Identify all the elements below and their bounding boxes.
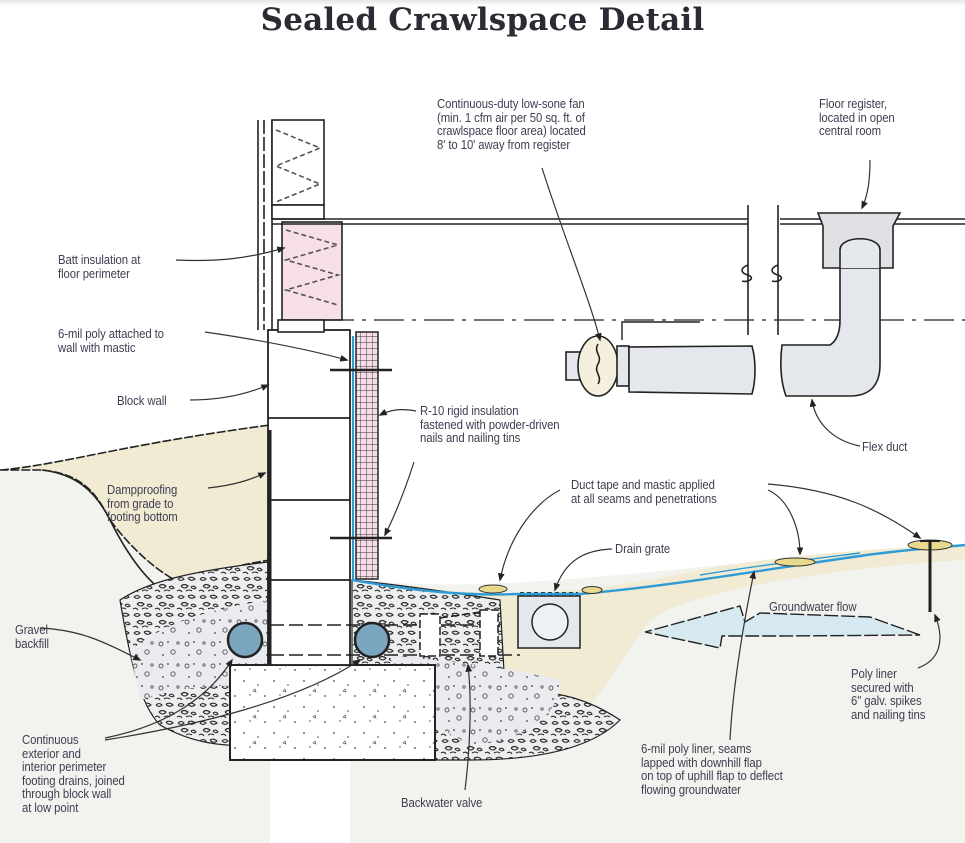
groundwater-flow-arrow: [644, 605, 921, 649]
rigid-insulation: [355, 331, 379, 580]
interior-drain-pipe: [353, 621, 391, 659]
exterior-drain-pipe: [226, 621, 264, 659]
label-fan: Continuous-duty low-sone fan (min. 1 cfm…: [437, 96, 586, 152]
fan: [565, 321, 700, 397]
block-wall: [267, 329, 351, 666]
label-groundwater-flow: Groundwater flow: [769, 599, 857, 614]
label-poly-wall: 6-mil poly attached to wall with mastic: [58, 326, 164, 355]
concrete-footing: [229, 664, 436, 761]
diagram-title: Sealed Crawlspace Detail: [260, 2, 705, 38]
label-floor-register: Floor register, located in open central …: [819, 96, 895, 138]
leader-lines: [39, 159, 941, 791]
label-dampproofing: Dampproofing from grade to footing botto…: [107, 482, 178, 524]
wall-framing: [257, 119, 343, 333]
floor-joist: [272, 205, 965, 335]
label-flex-duct: Flex duct: [862, 439, 908, 454]
label-gravel-backfill: Gravel backfill: [15, 622, 49, 651]
label-footing-drains: Continuous exterior and interior perimet…: [22, 732, 125, 815]
top-shadow-bar: [0, 0, 965, 6]
label-poly-liner-secured: Poly liner secured with 6" galv. spikes …: [851, 666, 926, 722]
label-poly-liner-seams: 6-mil poly liner, seams lapped with down…: [641, 741, 783, 797]
label-duct-tape: Duct tape and mastic applied at all seam…: [571, 477, 717, 506]
label-backwater-valve: Backwater valve: [401, 795, 483, 810]
poly-liner: [351, 543, 965, 596]
label-rigid-insulation: R-10 rigid insulation fastened with powd…: [420, 403, 560, 445]
duct-tape-patches: [478, 539, 953, 594]
backwater-valve: [419, 609, 499, 657]
flex-duct-left: [628, 345, 756, 395]
label-drain-grate: Drain grate: [615, 541, 671, 556]
label-block-wall: Block wall: [117, 393, 167, 408]
label-batt-insulation: Batt insulation at floor perimeter: [58, 252, 141, 281]
